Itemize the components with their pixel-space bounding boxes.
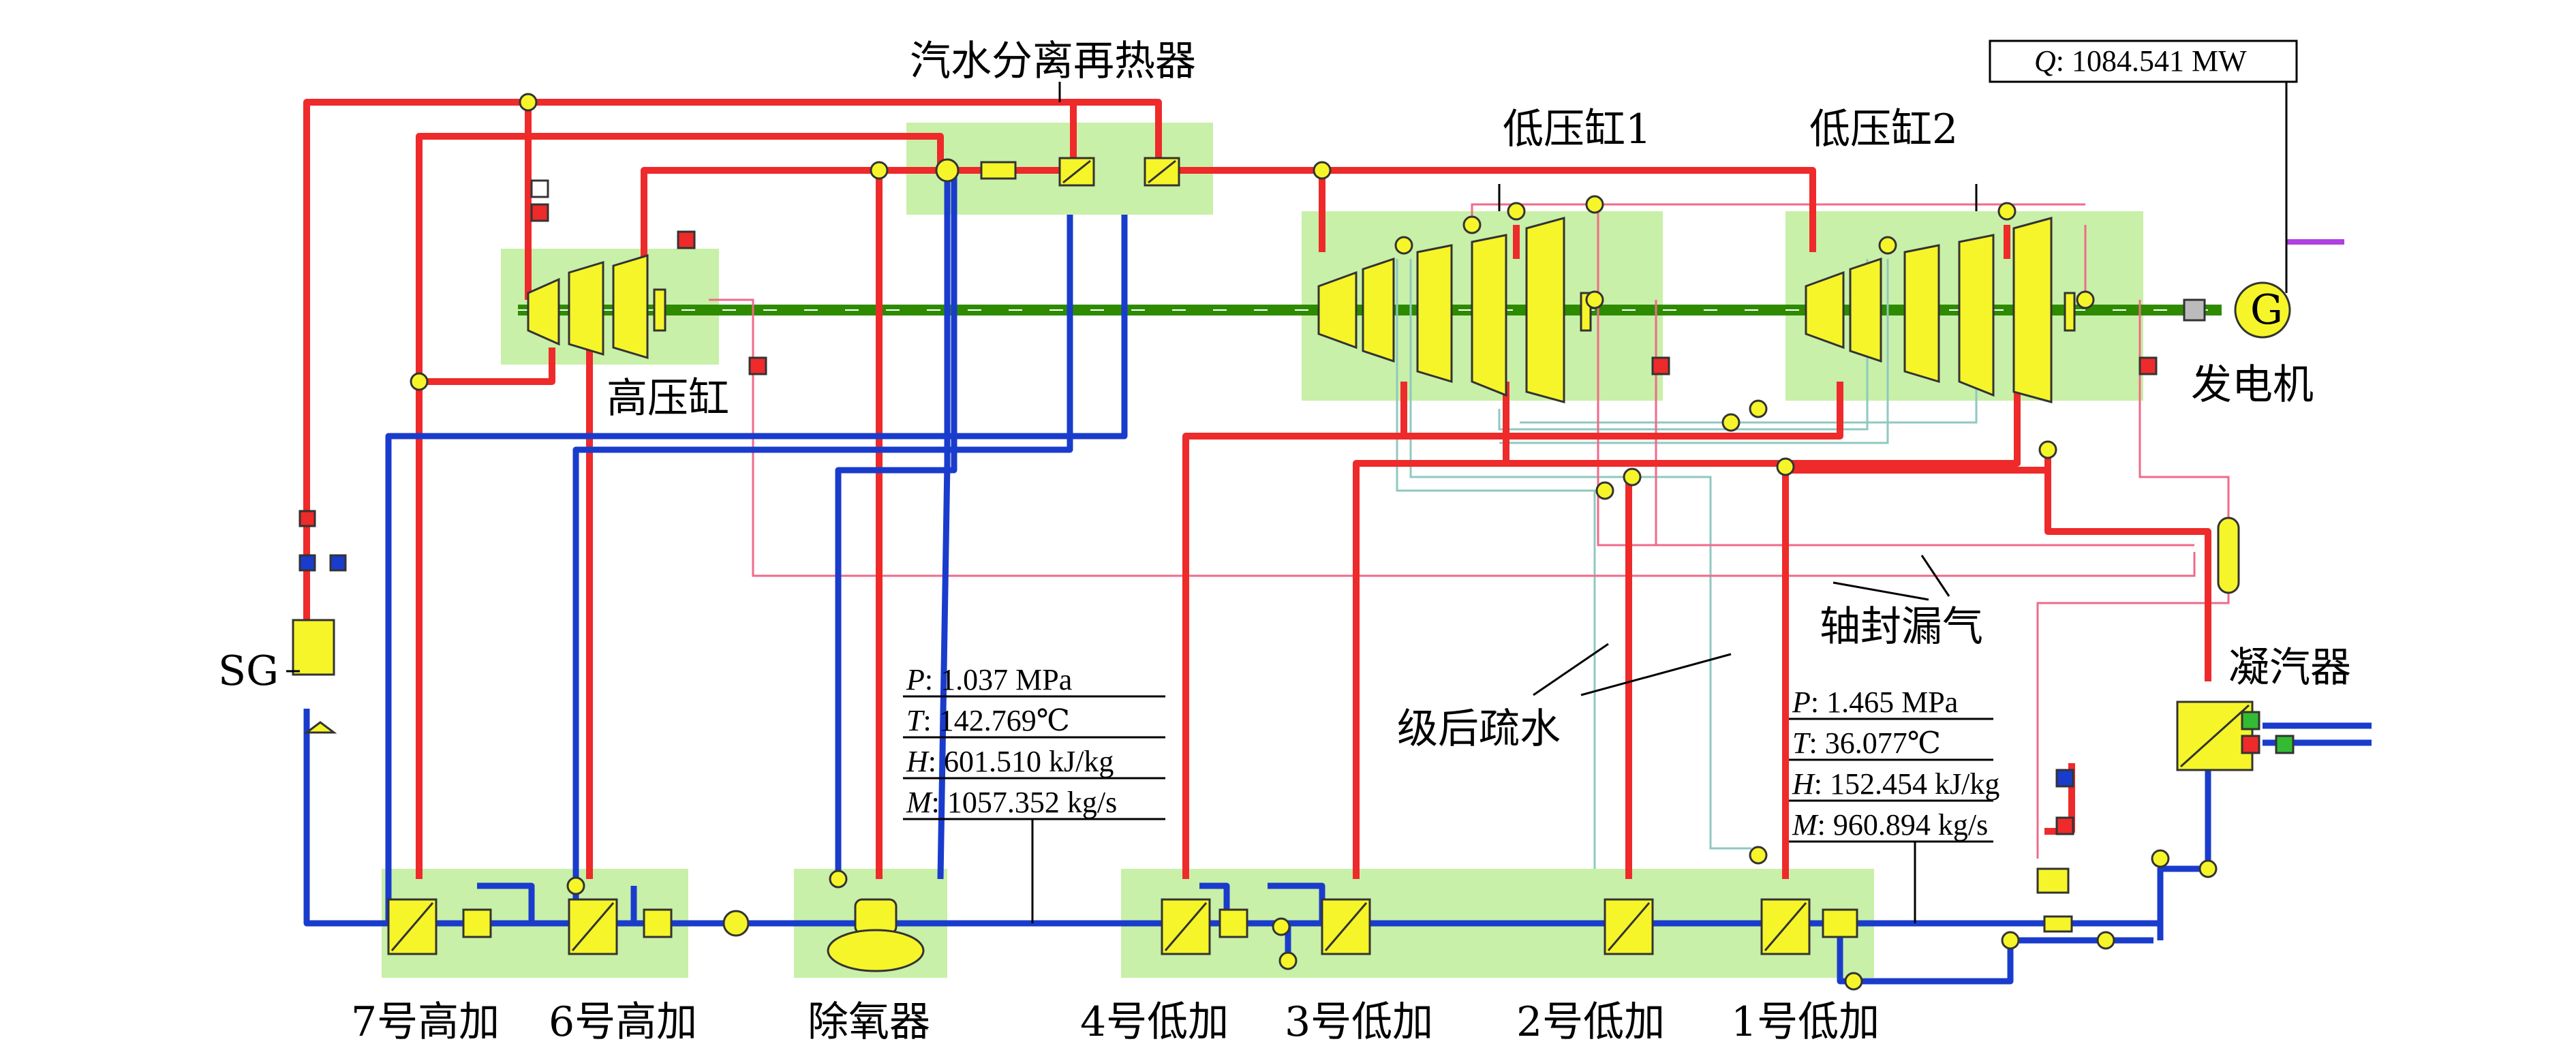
- svg-text:M: 960.894 kg/s: M: 960.894 kg/s: [1792, 808, 1988, 842]
- label-shaft-seal-leak: 轴封漏气: [1820, 603, 1983, 651]
- label-steam-generator: SG: [218, 647, 279, 695]
- state1-m-value: : 1057.352 kg/s: [932, 786, 1118, 819]
- svg-text:H: 601.510 kJ/kg: H: 601.510 kJ/kg: [906, 745, 1114, 778]
- state2-p-symbol: P: [1792, 685, 1811, 719]
- condenser-body: [2176, 517, 2295, 771]
- state2-t-value: : 36.077℃: [1809, 726, 1940, 760]
- steam-pipes: [303, 99, 2211, 879]
- state1-p-value: : 1.037 MPa: [925, 663, 1072, 696]
- state1-m-symbol: M: [906, 786, 933, 819]
- label-lp-heater-4: 4号低加: [1080, 998, 1229, 1046]
- svg-text:M: 1057.352 kg/s: M: 1057.352 kg/s: [906, 786, 1117, 819]
- label-lp-heater-3: 3号低加: [1285, 998, 1433, 1046]
- label-condenser: 凝汽器: [2228, 644, 2351, 692]
- label-stage-drain: 级后疏水: [1397, 705, 1561, 753]
- label-lp-cylinder-2: 低压缸2: [1809, 106, 1958, 153]
- label-lp-heater-2: 2号低加: [1516, 998, 1665, 1046]
- svg-text:P: 1.465 MPa: P: 1.465 MPa: [1792, 685, 1958, 719]
- lp-turbine-1: [1317, 217, 1592, 403]
- state2-p-value: : 1.465 MPa: [1811, 685, 1958, 719]
- lp-turbine-2: [1805, 217, 2076, 403]
- label-hp-cylinder: 高压缸: [607, 375, 729, 422]
- label-hp-heater-6: 6号高加: [549, 998, 697, 1046]
- svg-text:H: 152.454 kJ/kg: H: 152.454 kJ/kg: [1792, 767, 1999, 801]
- state1-t-symbol: T: [906, 704, 925, 737]
- label-lp-heater-1: 1号低加: [1731, 998, 1880, 1046]
- state1-p-symbol: P: [906, 663, 925, 696]
- generator-symbol: G: [2250, 286, 2283, 334]
- state2-t-symbol: T: [1792, 726, 1811, 760]
- svg-text:Q: 1084.541 MW: Q: 1084.541 MW: [2034, 44, 2247, 78]
- generator-icon: [2183, 281, 2291, 339]
- junction-points: [410, 93, 2218, 991]
- label-msr: 汽水分离再热器: [910, 37, 1196, 85]
- state1-h-symbol: H: [906, 745, 930, 778]
- label-generator: 发电机: [2191, 361, 2314, 409]
- hp-turbine: [527, 253, 666, 360]
- state-box-2: P: 1.465 MPa T: 36.077℃ H: 152.454 kJ/kg…: [1789, 685, 1999, 923]
- msr-components: [935, 157, 1180, 187]
- state-box-1: P: 1.037 MPa T: 142.769℃ H: 601.510 kJ/k…: [903, 663, 1165, 923]
- power-symbol: Q: [2034, 44, 2056, 78]
- state2-h-symbol: H: [1792, 767, 1815, 801]
- text-labels: 汽水分离再热器 低压缸1 低压缸2 高压缸 发电机 G SG 凝汽器 轴封漏气 …: [218, 37, 2351, 1046]
- leader-lines: [286, 82, 1978, 696]
- state2-h-value: : 152.454 kJ/kg: [1814, 767, 2000, 801]
- svg-text:T: 36.077℃: T: 36.077℃: [1792, 726, 1941, 760]
- svg-text:P: 1.037 MPa: P: 1.037 MPa: [906, 663, 1072, 696]
- feedwater-pipes: [303, 170, 2372, 985]
- steam-generator: [292, 510, 347, 734]
- valve-markers: [530, 179, 2158, 835]
- feed-pump-icon: [722, 910, 750, 937]
- label-hp-heater-7: 7号高加: [351, 998, 500, 1046]
- state1-t-value: : 142.769℃: [923, 704, 1069, 737]
- label-deaerator: 除氧器: [808, 998, 930, 1046]
- state1-h-value: : 601.510 kJ/kg: [928, 745, 1114, 778]
- svg-text:T: 142.769℃: T: 142.769℃: [906, 704, 1070, 737]
- state2-m-value: : 960.894 kg/s: [1818, 808, 1989, 842]
- state2-m-symbol: M: [1792, 808, 1819, 842]
- label-lp-cylinder-1: 低压缸1: [1503, 106, 1651, 153]
- power-box: Q: 1084.541 MW: [1989, 40, 2298, 83]
- heaters: [387, 867, 2073, 955]
- deaerator-body: [827, 898, 925, 972]
- power-value: : 1084.541 MW: [2056, 44, 2247, 78]
